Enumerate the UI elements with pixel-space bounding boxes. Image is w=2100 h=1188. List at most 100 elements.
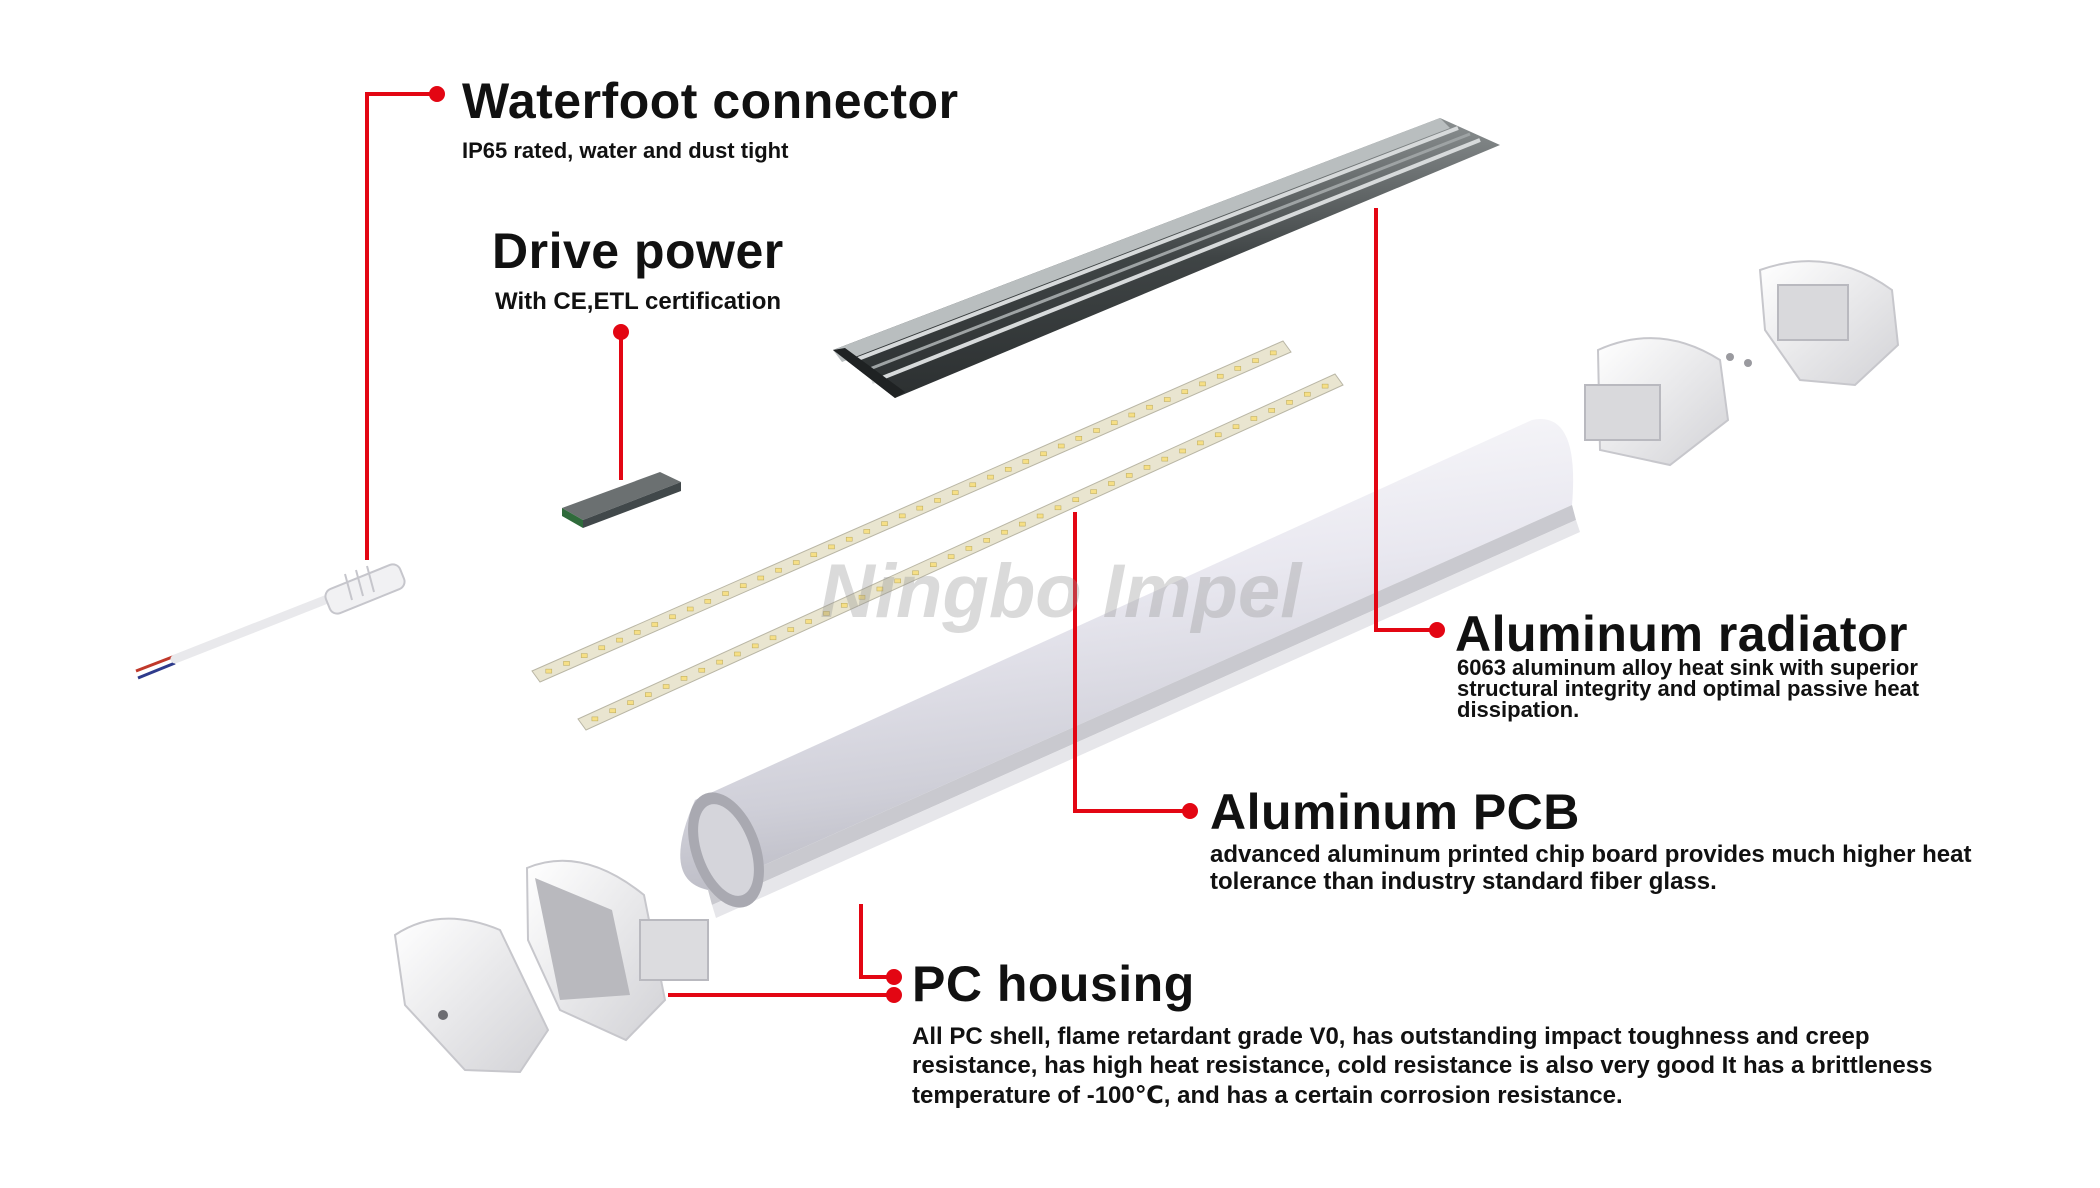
led-chip bbox=[792, 560, 800, 565]
led-chip bbox=[947, 554, 955, 559]
led-chip bbox=[734, 651, 741, 657]
led-chip bbox=[1216, 373, 1224, 379]
led-chip bbox=[805, 619, 812, 624]
leader-lines bbox=[365, 92, 1437, 997]
led-chip bbox=[1110, 420, 1118, 425]
led-chip bbox=[881, 521, 888, 526]
led-chip bbox=[1054, 505, 1062, 511]
led-chip bbox=[1250, 416, 1258, 421]
led-chip bbox=[930, 562, 937, 567]
led-chip bbox=[563, 661, 570, 666]
led-chip bbox=[1004, 467, 1012, 472]
led-chip bbox=[1146, 404, 1153, 410]
led-chip bbox=[987, 474, 994, 480]
led-chip bbox=[1252, 358, 1259, 363]
led-chip bbox=[686, 606, 694, 612]
led-chip bbox=[1268, 408, 1275, 413]
led-chip bbox=[810, 552, 818, 557]
led-chip bbox=[769, 635, 777, 641]
led-chip bbox=[739, 583, 747, 588]
led-chip bbox=[704, 599, 712, 604]
led-chip bbox=[1163, 397, 1171, 402]
led-chip bbox=[840, 603, 848, 608]
led-chip bbox=[1304, 391, 1311, 397]
right-end-caps bbox=[1584, 260, 1900, 467]
led-chip bbox=[1019, 521, 1026, 527]
led-chip bbox=[609, 708, 616, 714]
leader-dots bbox=[429, 86, 1445, 1003]
left-end-caps bbox=[393, 859, 709, 1074]
waterfoot-desc: IP65 rated, water and dust tight bbox=[462, 138, 789, 163]
led-chip bbox=[1197, 440, 1204, 446]
led-chip bbox=[698, 667, 706, 673]
led-chip bbox=[1199, 381, 1206, 387]
led-chip bbox=[633, 630, 641, 635]
waterfoot-connector-part bbox=[135, 563, 406, 680]
led-chip bbox=[669, 614, 676, 620]
radiator-desc: 6063 aluminum alloy heat sink with super… bbox=[1457, 655, 1920, 722]
led-chip bbox=[828, 544, 835, 550]
pcb-leader-line bbox=[1073, 512, 1190, 813]
led-chip bbox=[775, 567, 782, 573]
led-chip bbox=[858, 594, 866, 600]
radiator-leader-dot bbox=[1429, 622, 1445, 638]
led-chip bbox=[1128, 412, 1136, 418]
led-chip bbox=[983, 538, 990, 543]
drive-power-part bbox=[562, 472, 681, 528]
led-chip bbox=[616, 637, 623, 643]
led-chip bbox=[591, 716, 599, 722]
aluminum-radiator-part bbox=[833, 118, 1500, 398]
led-chip bbox=[1232, 424, 1240, 429]
led-chip bbox=[969, 482, 977, 488]
led-chip bbox=[662, 684, 670, 689]
led-chip bbox=[1001, 529, 1008, 535]
led-chip bbox=[845, 536, 853, 542]
led-chip bbox=[951, 490, 959, 495]
led-chip bbox=[580, 653, 588, 658]
housing-title: PC housing bbox=[912, 956, 1195, 1012]
waterfoot-title: Waterfoot connector bbox=[462, 73, 959, 129]
led-chip bbox=[1040, 451, 1047, 457]
led-chip bbox=[680, 676, 688, 681]
led-chip bbox=[1181, 389, 1189, 394]
led-chip bbox=[787, 627, 795, 632]
led-chip bbox=[1072, 497, 1080, 502]
pc-housing-part bbox=[680, 419, 1580, 918]
waterfoot-leader-line bbox=[365, 92, 437, 560]
led-chip bbox=[1090, 489, 1097, 494]
led-chip bbox=[598, 645, 606, 651]
led-chip bbox=[1214, 432, 1222, 438]
led-chip bbox=[757, 575, 765, 581]
housing-vertical-leader-line bbox=[859, 904, 894, 979]
drive-power-leader-dot bbox=[613, 324, 629, 340]
led-chip bbox=[1125, 473, 1133, 478]
pcb-title: Aluminum PCB bbox=[1210, 784, 1580, 840]
led-chip bbox=[651, 622, 659, 627]
radiator-title: Aluminum radiator bbox=[1455, 606, 1908, 662]
drive-power-desc: With CE,ETL certification bbox=[495, 288, 782, 315]
led-chip bbox=[722, 591, 729, 596]
led-chip bbox=[876, 586, 884, 592]
led-chip bbox=[965, 546, 973, 551]
led-chip bbox=[1286, 400, 1293, 405]
pcb-desc: advanced aluminum printed chip board pro… bbox=[1210, 841, 1972, 895]
housing-desc: All PC shell, flame retardant grade V0, … bbox=[912, 1023, 1933, 1109]
led-chip bbox=[1036, 513, 1044, 519]
led-chip bbox=[751, 643, 759, 649]
drive-power-title: Drive power bbox=[492, 223, 784, 279]
led-chip bbox=[716, 659, 723, 665]
led-chip bbox=[545, 668, 553, 674]
watermark: Ningbo Impel bbox=[820, 549, 1302, 634]
aluminum-pcb-part bbox=[531, 340, 1344, 731]
led-chip bbox=[863, 529, 871, 534]
led-chip bbox=[1143, 465, 1151, 470]
led-chip bbox=[912, 570, 919, 576]
waterfoot-leader-dot bbox=[429, 86, 445, 102]
housing-leader-dot-1 bbox=[886, 969, 902, 985]
led-chip bbox=[627, 700, 634, 705]
led-chip bbox=[934, 498, 941, 503]
led-chip bbox=[1234, 366, 1242, 371]
led-chip bbox=[1179, 448, 1186, 454]
led-chip bbox=[1321, 383, 1329, 389]
